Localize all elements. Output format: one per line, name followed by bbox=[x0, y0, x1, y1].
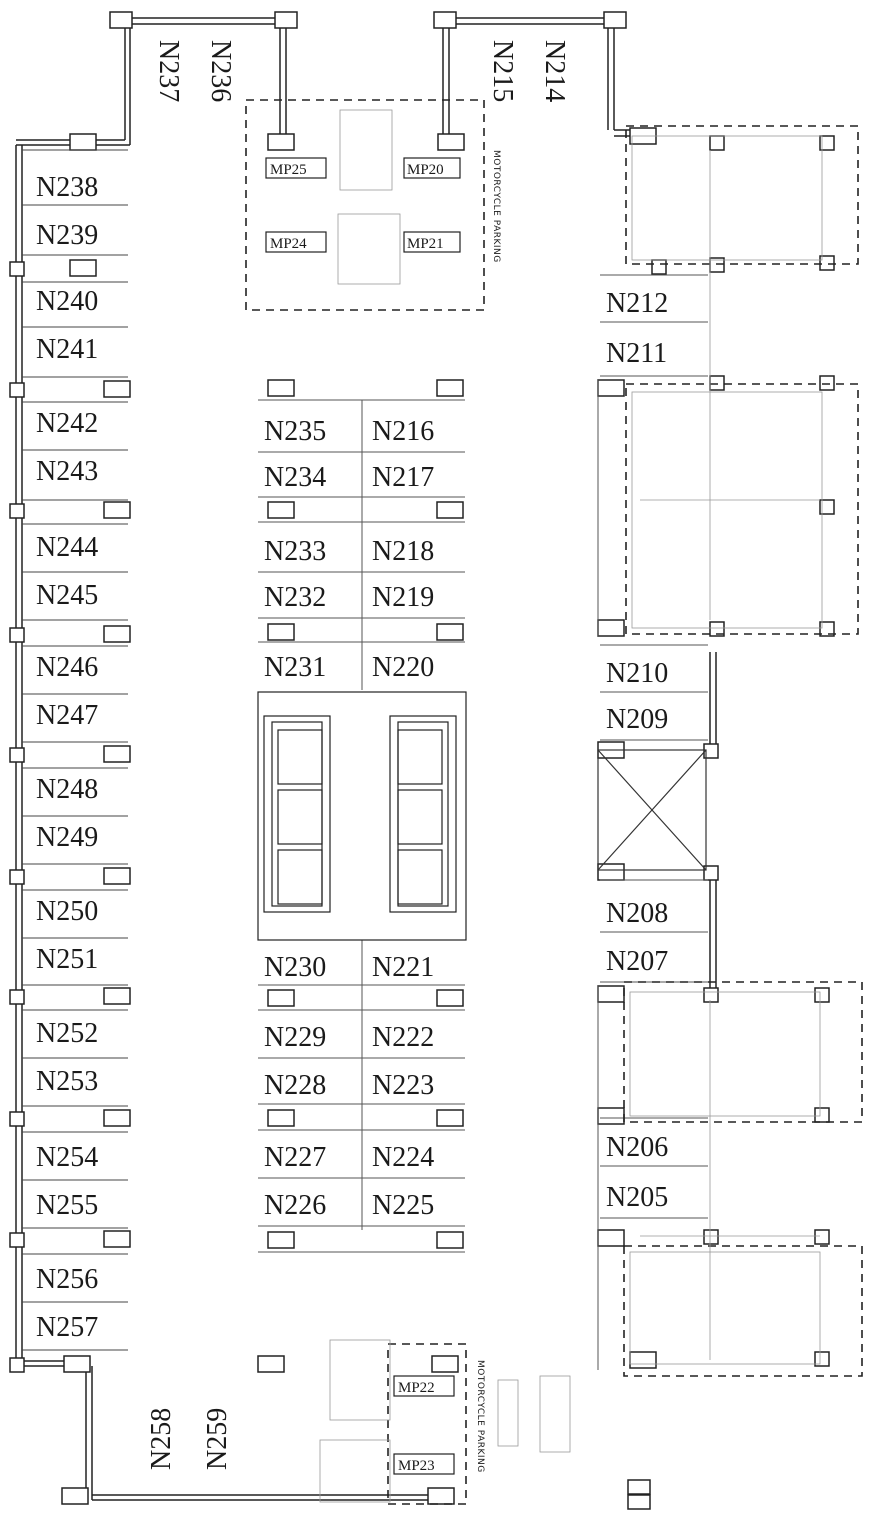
mp-slot-mp24: MP24 bbox=[270, 236, 307, 252]
mp-slot-mp21: MP21 bbox=[407, 236, 444, 252]
slot-n238: N238 bbox=[36, 172, 98, 203]
slot-n218: N218 bbox=[372, 536, 434, 567]
slot-n240: N240 bbox=[36, 286, 98, 317]
slot-n231: N231 bbox=[264, 652, 326, 683]
slot-n206: N206 bbox=[606, 1132, 668, 1163]
slot-n211: N211 bbox=[606, 338, 667, 369]
slot-n233: N233 bbox=[264, 536, 326, 567]
slot-n237: N237 bbox=[153, 40, 184, 102]
slot-n224: N224 bbox=[372, 1142, 434, 1173]
slot-n205: N205 bbox=[606, 1182, 668, 1213]
slot-n250: N250 bbox=[36, 896, 98, 927]
slot-n216: N216 bbox=[372, 416, 434, 447]
slot-n247: N247 bbox=[36, 700, 98, 731]
slot-n259: N259 bbox=[202, 1408, 233, 1470]
slot-n222: N222 bbox=[372, 1022, 434, 1053]
slot-n256: N256 bbox=[36, 1264, 98, 1295]
motorcycle-parking-label-bottom: MOTORCYCLE PARKING bbox=[475, 1360, 485, 1473]
slot-n245: N245 bbox=[36, 580, 98, 611]
slot-n243: N243 bbox=[36, 456, 98, 487]
left-column-slots: N238N239N240N241N242N243N244N245N246N247… bbox=[36, 172, 98, 1343]
slot-n220: N220 bbox=[372, 652, 434, 683]
slot-n227: N227 bbox=[264, 1142, 326, 1173]
slot-n252: N252 bbox=[36, 1018, 98, 1049]
slot-n219: N219 bbox=[372, 582, 434, 613]
slot-n246: N246 bbox=[36, 652, 98, 683]
slot-n249: N249 bbox=[36, 822, 98, 853]
slot-n225: N225 bbox=[372, 1190, 434, 1221]
slot-n241: N241 bbox=[36, 334, 98, 365]
slot-n229: N229 bbox=[264, 1022, 326, 1053]
slot-n228: N228 bbox=[264, 1070, 326, 1101]
slot-n226: N226 bbox=[264, 1190, 326, 1221]
slot-n239: N239 bbox=[36, 220, 98, 251]
slot-n257: N257 bbox=[36, 1312, 98, 1343]
slot-n253: N253 bbox=[36, 1066, 98, 1097]
slot-n210: N210 bbox=[606, 658, 668, 689]
mp-slot-mp20: MP20 bbox=[407, 162, 444, 178]
left-stall-lines bbox=[22, 149, 128, 1351]
slot-n236: N236 bbox=[205, 40, 236, 102]
slot-n244: N244 bbox=[36, 532, 98, 563]
elevator-core bbox=[257, 691, 467, 941]
slot-n207: N207 bbox=[606, 946, 668, 977]
center-stall-lines bbox=[258, 399, 465, 1253]
slot-n215: N215 bbox=[487, 40, 518, 102]
slot-n258: N258 bbox=[146, 1408, 177, 1470]
slot-n248: N248 bbox=[36, 774, 98, 805]
slot-n214: N214 bbox=[539, 40, 570, 102]
slot-n234: N234 bbox=[264, 462, 326, 493]
motorcycle-area-bottom: MP22 MP23 MOTORCYCLE PARKING bbox=[393, 1360, 485, 1475]
slot-n212: N212 bbox=[606, 288, 668, 319]
slot-n217: N217 bbox=[372, 462, 434, 493]
motorcycle-parking-label-top: MOTORCYCLE PARKING bbox=[491, 150, 501, 263]
slot-n223: N223 bbox=[372, 1070, 434, 1101]
slot-n251: N251 bbox=[36, 944, 98, 975]
equipment-rooms bbox=[319, 109, 823, 1503]
motorcycle-area-top: MP25 MP20 MP24 MP21 MOTORCYCLE PARKING bbox=[265, 150, 501, 263]
slot-n255: N255 bbox=[36, 1190, 98, 1221]
slot-n232: N232 bbox=[264, 582, 326, 613]
slot-n209: N209 bbox=[606, 704, 668, 735]
slot-n230: N230 bbox=[264, 952, 326, 983]
mp-slot-mp22: MP22 bbox=[398, 1380, 435, 1396]
ramp-void bbox=[597, 749, 707, 871]
mp-slot-mp23: MP23 bbox=[398, 1458, 435, 1474]
slot-n242: N242 bbox=[36, 408, 98, 439]
slot-n254: N254 bbox=[36, 1142, 98, 1173]
dashed-zones bbox=[245, 99, 863, 1505]
slot-n235: N235 bbox=[264, 416, 326, 447]
slot-n208: N208 bbox=[606, 898, 668, 929]
structural-columns bbox=[9, 11, 835, 1510]
right-stall-lines bbox=[597, 274, 708, 1370]
mp-slot-mp25: MP25 bbox=[270, 162, 307, 178]
slot-n221: N221 bbox=[372, 952, 434, 983]
